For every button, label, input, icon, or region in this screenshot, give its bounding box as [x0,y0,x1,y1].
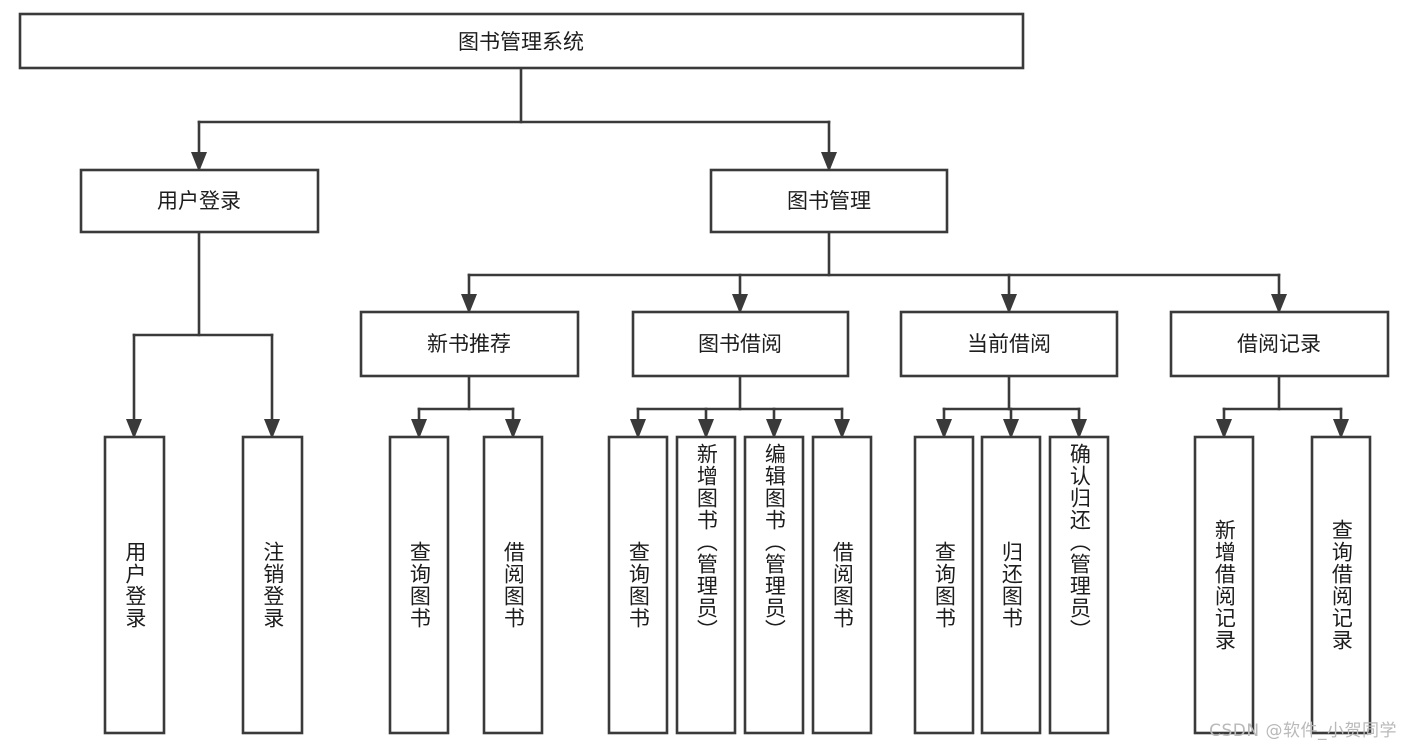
node-user-login-box[interactable] [79,168,320,234]
node-new-book-recommend-label: 新书推荐 [427,332,511,356]
connector-group-borrowrecord-to-leaves [1216,374,1349,439]
node-root-label: 图书管理系统 [458,30,584,54]
node-root-box[interactable] [18,12,1025,70]
leaf-box-group [103,435,1372,735]
csdn-watermark: CSDN @软件_小贺同学 [1209,721,1397,741]
leaf-box-current-borrow-2[interactable] [980,435,1042,735]
connector-group-currentborrow-to-leaves [936,374,1087,439]
connector-group-bookmanage-to-level3 [461,230,1287,314]
leaf-box-new-book-2[interactable] [482,435,544,735]
node-root[interactable]: 图书管理系统 [18,12,1025,70]
connector-group-newbook-to-leaves [411,374,521,439]
leaf-box-current-borrow-3[interactable] [1048,435,1110,735]
leaf-box-current-borrow-1[interactable] [913,435,975,735]
node-book-manage-box[interactable] [709,168,949,234]
connector-group-root-to-level2 [191,66,837,172]
leaf-box-book-borrow-2[interactable] [675,435,737,735]
node-book-borrow-label: 图书借阅 [698,332,782,356]
node-new-book-recommend[interactable]: 新书推荐 [359,310,580,378]
node-borrow-record-label: 借阅记录 [1237,332,1321,356]
leaf-box-user-login-2[interactable] [241,435,304,735]
node-book-borrow[interactable]: 图书借阅 [631,310,850,378]
node-borrow-record[interactable]: 借阅记录 [1169,310,1390,378]
node-user-login-label: 用户登录 [157,189,241,213]
leaf-box-book-borrow-1[interactable] [607,435,669,735]
leaf-box-borrow-record-2[interactable] [1310,435,1372,735]
connector-group-bookborrow-to-leaves [630,374,850,439]
node-book-borrow-box[interactable] [631,310,850,378]
leaf-box-user-login-1[interactable] [103,435,166,735]
node-current-borrow-box[interactable] [899,310,1119,378]
leaf-box-book-borrow-4[interactable] [811,435,873,735]
leaf-box-new-book-1[interactable] [388,435,450,735]
node-new-book-recommend-box[interactable] [359,310,580,378]
node-borrow-record-box[interactable] [1169,310,1390,378]
node-current-borrow[interactable]: 当前借阅 [899,310,1119,378]
connector-group-userlogin-to-leaves [126,230,280,439]
leaf-box-book-borrow-3[interactable] [743,435,805,735]
node-book-manage[interactable]: 图书管理 [709,168,949,234]
node-current-borrow-label: 当前借阅 [967,332,1051,356]
leaf-box-borrow-record-1[interactable] [1193,435,1255,735]
node-user-login[interactable]: 用户登录 [79,168,320,234]
node-book-manage-label: 图书管理 [787,189,871,213]
